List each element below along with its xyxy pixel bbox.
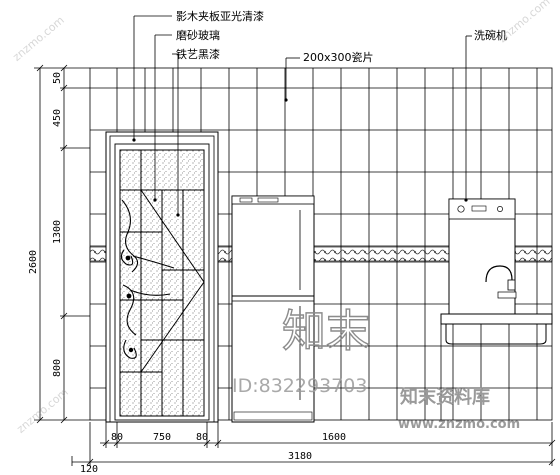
door — [105, 131, 219, 423]
annotation-tile: 200x300瓷片 — [303, 50, 374, 64]
annotation-iron-black-paint: 铁艺黑漆 — [176, 48, 220, 61]
dim-horizontal-total: 3180 — [288, 451, 312, 462]
dim-vertical-450: 450 — [52, 109, 63, 127]
watermark-corner-bottom-left: znzmo.com — [14, 386, 70, 436]
annotation-leaders — [133, 15, 472, 215]
horizontal-dimension-lines — [71, 422, 556, 466]
watermark-url: www.znzmo.com — [398, 417, 520, 432]
dim-vertical-1300: 1300 — [52, 220, 63, 244]
annotation-dishwasher: 洗碗机 — [474, 28, 507, 42]
dishwasher-unit — [448, 198, 516, 316]
watermark-brand: 知末资料库 — [400, 386, 490, 408]
watermark-corner-top-left: znzmo.com — [10, 14, 66, 64]
sink — [440, 265, 553, 420]
dim-horizontal-80-left: 80 — [111, 432, 123, 443]
watermark-corner-top-right: znzmo.com — [496, 0, 552, 45]
dim-horizontal-750: 750 — [153, 432, 171, 443]
dim-horizontal-1600: 1600 — [322, 432, 346, 443]
iron-flower-ornament — [125, 255, 134, 353]
watermark-id: ID:832293703 — [232, 375, 367, 397]
annotation-frosted-glass: 磨砂玻璃 — [176, 28, 220, 42]
vertical-dimension-lines — [34, 64, 90, 424]
refrigerator — [231, 195, 315, 423]
decorative-border-band-left — [89, 246, 107, 262]
iron-scroll-ornament — [120, 199, 175, 359]
dim-vertical-800: 800 — [52, 359, 63, 377]
dim-horizontal-80-right: 80 — [196, 432, 208, 443]
dim-vertical-total: 2600 — [28, 250, 39, 274]
dim-left-offset: 120 — [80, 464, 98, 475]
dim-vertical-50: 50 — [52, 72, 63, 84]
watermark-big-logo: 知末 — [282, 306, 370, 357]
annotation-wood-veneer: 影木夹板亚光清漆 — [176, 9, 264, 23]
